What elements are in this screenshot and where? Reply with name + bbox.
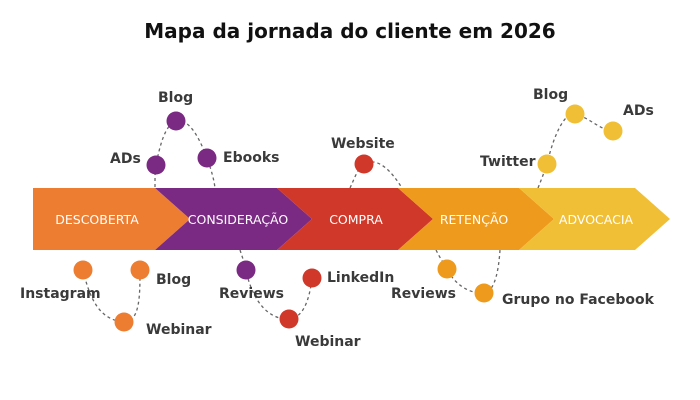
touchpoint-label-instagram: Instagram bbox=[20, 286, 101, 302]
touchpoint-label-reviews-consideracao: Reviews bbox=[219, 286, 284, 302]
stage-descoberta-label: DESCOBERTA bbox=[55, 212, 139, 227]
connector-compra-top bbox=[349, 161, 403, 189]
touchpoint-dot-blog-advocacia bbox=[565, 104, 585, 124]
connector-advocacia bbox=[537, 113, 614, 189]
connector-retencao bbox=[435, 249, 501, 294]
stage-retencao: RETENÇÃO bbox=[398, 188, 554, 250]
touchpoint-label-ads-advocacia: ADs bbox=[623, 103, 654, 119]
touchpoint-label-twitter: Twitter bbox=[480, 154, 536, 170]
touchpoint-label-blog-advocacia: Blog bbox=[533, 87, 568, 103]
stage-retencao-arrow bbox=[398, 188, 554, 250]
stage-consideracao: CONSIDERAÇÃO bbox=[155, 188, 312, 250]
stage-compra: COMPRA bbox=[277, 188, 433, 250]
connector-consideracao-bottom bbox=[239, 249, 313, 320]
stage-descoberta-arrow bbox=[33, 188, 190, 250]
touchpoint-label-webinar-compra: Webinar bbox=[295, 334, 361, 350]
touchpoint-dot-reviews-consideracao bbox=[236, 260, 256, 280]
touchpoint-dot-instagram bbox=[73, 260, 93, 280]
touchpoint-dot-twitter bbox=[537, 154, 557, 174]
touchpoint-dot-blog bbox=[130, 260, 150, 280]
touchpoint-dot-blog-consideracao bbox=[166, 111, 186, 131]
touchpoint-label-webinar: Webinar bbox=[146, 322, 212, 338]
touchpoint-dot-reviews-retencao bbox=[437, 259, 457, 279]
touchpoint-label-website: Website bbox=[331, 136, 395, 152]
touchpoint-label-ebooks: Ebooks bbox=[223, 150, 279, 166]
touchpoint-dot-webinar-compra bbox=[279, 309, 299, 329]
connector-descoberta bbox=[82, 269, 141, 323]
touchpoint-dot-grupo-facebook bbox=[474, 283, 494, 303]
touchpoint-dot-ebooks bbox=[197, 148, 217, 168]
stage-consideracao-arrow bbox=[155, 188, 312, 250]
touchpoint-dot-ads-advocacia bbox=[603, 121, 623, 141]
touchpoint-dot-webinar bbox=[114, 312, 134, 332]
touchpoint-label-grupo-facebook: Grupo no Facebook bbox=[502, 292, 655, 308]
touchpoint-dot-ads bbox=[146, 155, 166, 175]
touchpoint-label-reviews-retencao: Reviews bbox=[391, 286, 456, 302]
touchpoint-label-linkedin: LinkedIn bbox=[327, 270, 394, 286]
stage-compra-arrow bbox=[277, 188, 433, 250]
page-title: Mapa da jornada do cliente em 2026 bbox=[144, 19, 556, 43]
stage-advocacia: ADVOCACIA bbox=[519, 188, 670, 250]
stage-consideracao-label: CONSIDERAÇÃO bbox=[188, 212, 289, 227]
stage-compra-label: COMPRA bbox=[329, 212, 383, 227]
touchpoint-dot-website bbox=[354, 154, 374, 174]
stage-retencao-label: RETENÇÃO bbox=[440, 212, 509, 227]
stage-descoberta: DESCOBERTA bbox=[33, 188, 190, 250]
touchpoint-label-blog: Blog bbox=[156, 272, 191, 288]
touchpoint-label-ads: ADs bbox=[110, 151, 141, 167]
stage-advocacia-arrow bbox=[519, 188, 670, 250]
touchpoint-label-blog-consideracao: Blog bbox=[158, 90, 193, 106]
touchpoint-dot-linkedin bbox=[302, 268, 322, 288]
stage-advocacia-label: ADVOCACIA bbox=[559, 212, 634, 227]
